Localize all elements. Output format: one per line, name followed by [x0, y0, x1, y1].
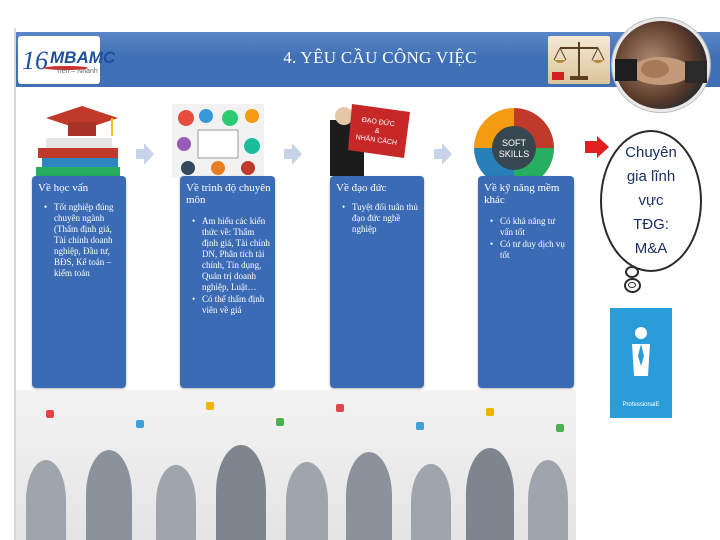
network-node [46, 410, 54, 418]
callout-line: TĐG: [633, 216, 669, 233]
logo-swoosh [44, 66, 88, 70]
card-heading: Về trình độ chuyên môn [186, 182, 271, 206]
callout-text: Chuyên gia lĩnh vực TĐG: M&A [602, 141, 700, 261]
card-bullet-list: Có khả năng tư vấn tốt Có tư duy dịch vụ… [482, 216, 570, 262]
slide-title: 4. YÊU CẦU CÔNG VIỆC [283, 48, 477, 67]
people-network-background [16, 390, 576, 540]
callout-line: gia lĩnh [626, 168, 676, 185]
callout-bubble: Chuyên gia lĩnh vực TĐG: M&A [600, 130, 702, 272]
soft-skills-image: SOFT SKILLS [468, 104, 560, 188]
card-education: Về học vấn Tốt nghiệp đúng chuyên ngành … [32, 176, 126, 388]
silhouette [286, 462, 328, 540]
handshake-image [612, 18, 710, 112]
network-node [486, 408, 494, 416]
logo-number: 16 [22, 46, 48, 75]
card-ethics: Về đạo đức Tuyệt đối tuân thủ đạo đức ng… [330, 176, 424, 388]
callout-line: M&A [634, 240, 668, 257]
company-logo: 16 MBAMC Tiên – Nhanh [18, 36, 115, 84]
bullet-item: Có thể thẩm định viên về giá [192, 294, 271, 316]
network-node [416, 422, 424, 430]
bullet-item: Am hiểu các kiến thức về: Thẩm định giá,… [192, 216, 271, 293]
ethics-sign-image: ĐẠO ĐỨC & NHÂN CÁCH [330, 100, 414, 181]
silhouette [26, 460, 66, 540]
logo-brand: MBAMC [50, 48, 116, 67]
silhouette [411, 464, 451, 540]
silhouette [528, 460, 568, 540]
silhouette [86, 450, 132, 540]
card-bullet-list: Tốt nghiệp đúng chuyên ngành (Thẩm định … [36, 202, 122, 280]
card-heading: Về học vấn [38, 182, 89, 194]
network-node [276, 418, 284, 426]
network-node [206, 402, 214, 410]
card-bullet-list: Am hiểu các kiến thức về: Thẩm định giá,… [184, 216, 271, 317]
thought-bubble-tiny [624, 278, 641, 293]
slide-border [14, 28, 16, 540]
thought-bubble-small [625, 266, 639, 278]
callout-line: vực [638, 192, 664, 209]
card-expertise: Về trình độ chuyên môn Am hiểu các kiến … [180, 176, 275, 388]
silhouette [346, 452, 392, 540]
bullet-item: Có khả năng tư vấn tốt [490, 216, 570, 238]
card-heading: Về kỹ năng mềm khác [484, 182, 560, 206]
bullet-item: Có tư duy dịch vụ tốt [490, 239, 570, 261]
books-graduation-cap-image [32, 104, 124, 183]
svg-text:SKILLS: SKILLS [499, 149, 530, 159]
card-heading: Về đạo đức [336, 182, 387, 194]
network-node [136, 420, 144, 428]
card-soft-skills: Về kỹ năng mềm khác Có khả năng tư vấn t… [478, 176, 574, 388]
professional-tile-image: ProfessionalE [610, 308, 672, 418]
network-node [336, 404, 344, 412]
bullet-item: Tốt nghiệp đúng chuyên ngành (Thẩm định … [44, 202, 122, 279]
silhouette [216, 445, 266, 540]
card-bullet-list: Tuyệt đối tuân thủ đạo đức nghề nghiệp [334, 202, 420, 236]
bullet-item: Tuyệt đối tuân thủ đạo đức nghề nghiệp [342, 202, 420, 235]
network-node [556, 424, 564, 432]
svg-text:SOFT: SOFT [502, 138, 527, 148]
app-icons-collage-image [172, 104, 264, 183]
scales-of-justice-image [548, 36, 610, 84]
svg-text:&: & [374, 128, 380, 136]
silhouette [156, 465, 196, 540]
silhouette [466, 448, 514, 540]
callout-line: Chuyên [625, 144, 677, 161]
tile-label: ProfessionalE [622, 402, 660, 408]
logo-tagline: Tiên – Nhanh [56, 68, 98, 75]
